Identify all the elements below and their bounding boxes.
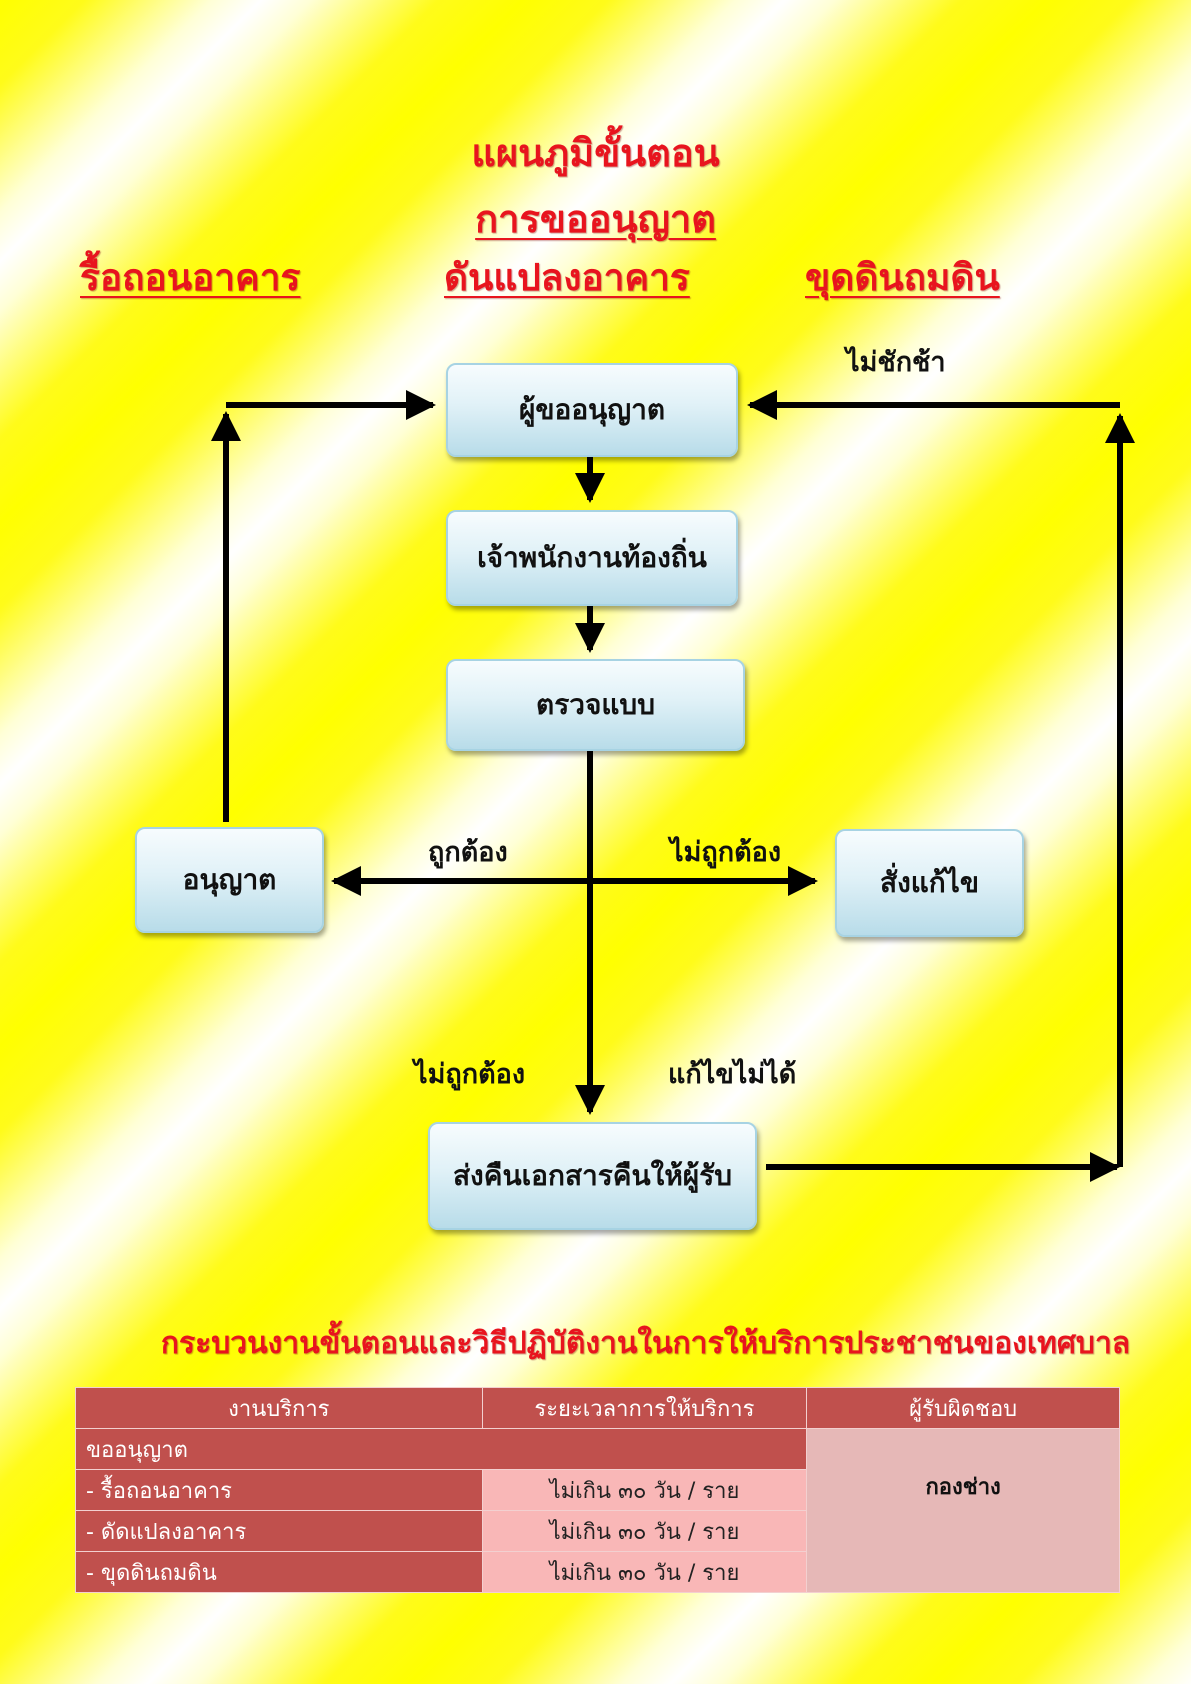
service-cell: - ขุดดินถมดิน [75,1551,483,1593]
label-incorrect-right: ไม่ถูกต้อง [670,837,782,868]
service-cell: - ดัดแปลงอาคาร [75,1510,483,1552]
page-title: แผนภูมิขั้นตอน [471,131,720,175]
node-order-fix: สั่งแก้ไข [835,829,1024,937]
category-demolition: รื้อถอนอาคาร [80,256,301,299]
label-correct: ถูกต้อง [428,837,508,868]
table-row: - ดัดแปลงอาคาร ไม่เกิน ๓๐ วัน / ราย [75,1510,1120,1552]
node-local-officer: เจ้าพนักงานท้องถิ่น [446,510,738,606]
table-row: - ขุดดินถมดิน ไม่เกิน ๓๐ วัน / ราย [75,1551,1120,1593]
node-return-documents: ส่งคืนเอกสารคืนให้ผู้รับ [428,1122,757,1230]
duration-cell: ไม่เกิน ๓๐ วัน / ราย [481,1469,808,1511]
node-inspect-plan: ตรวจแบบ [446,659,745,751]
category-excavation: ขุดดินถมดิน [805,256,1000,299]
service-cell: - รื้อถอนอาคาร [75,1469,483,1511]
header-responsible: ผู้รับผิดชอบ [806,1387,1120,1429]
label-incorrect-down: ไม่ถูกต้อง [414,1059,526,1090]
header-service: งานบริการ [75,1387,483,1429]
label-no-delay: ไม่ชักช้า [846,347,946,378]
responsible-cell: กองช่าง [806,1428,1120,1593]
category-modification: ดันแปลงอาคาร [444,256,690,299]
duration-cell: ไม่เกิน ๓๐ วัน / ราย [481,1510,808,1552]
process-heading: กระบวนงานขั้นตอนและวิธีปฏิบัติงานในการให… [160,1326,1131,1361]
label-cannot-fix: แก้ไขไม่ได้ [668,1059,797,1090]
page-subtitle: การขออนุญาต [475,197,716,241]
table-row: ขออนุญาต กองช่าง [74,1428,1120,1593]
duration-cell: ไม่เกิน ๓๐ วัน / ราย [481,1551,808,1593]
node-applicant: ผู้ขออนุญาต [446,363,738,457]
service-table: งานบริการ ระยะเวลาการให้บริการ ผู้รับผิด… [74,1387,1120,1593]
header-duration: ระยะเวลาการให้บริการ [481,1387,808,1429]
category-cell: ขออนุญาต [74,1428,808,1470]
node-permit: อนุญาต [135,827,324,933]
table-header-row: งานบริการ ระยะเวลาการให้บริการ ผู้รับผิด… [75,1387,1120,1429]
